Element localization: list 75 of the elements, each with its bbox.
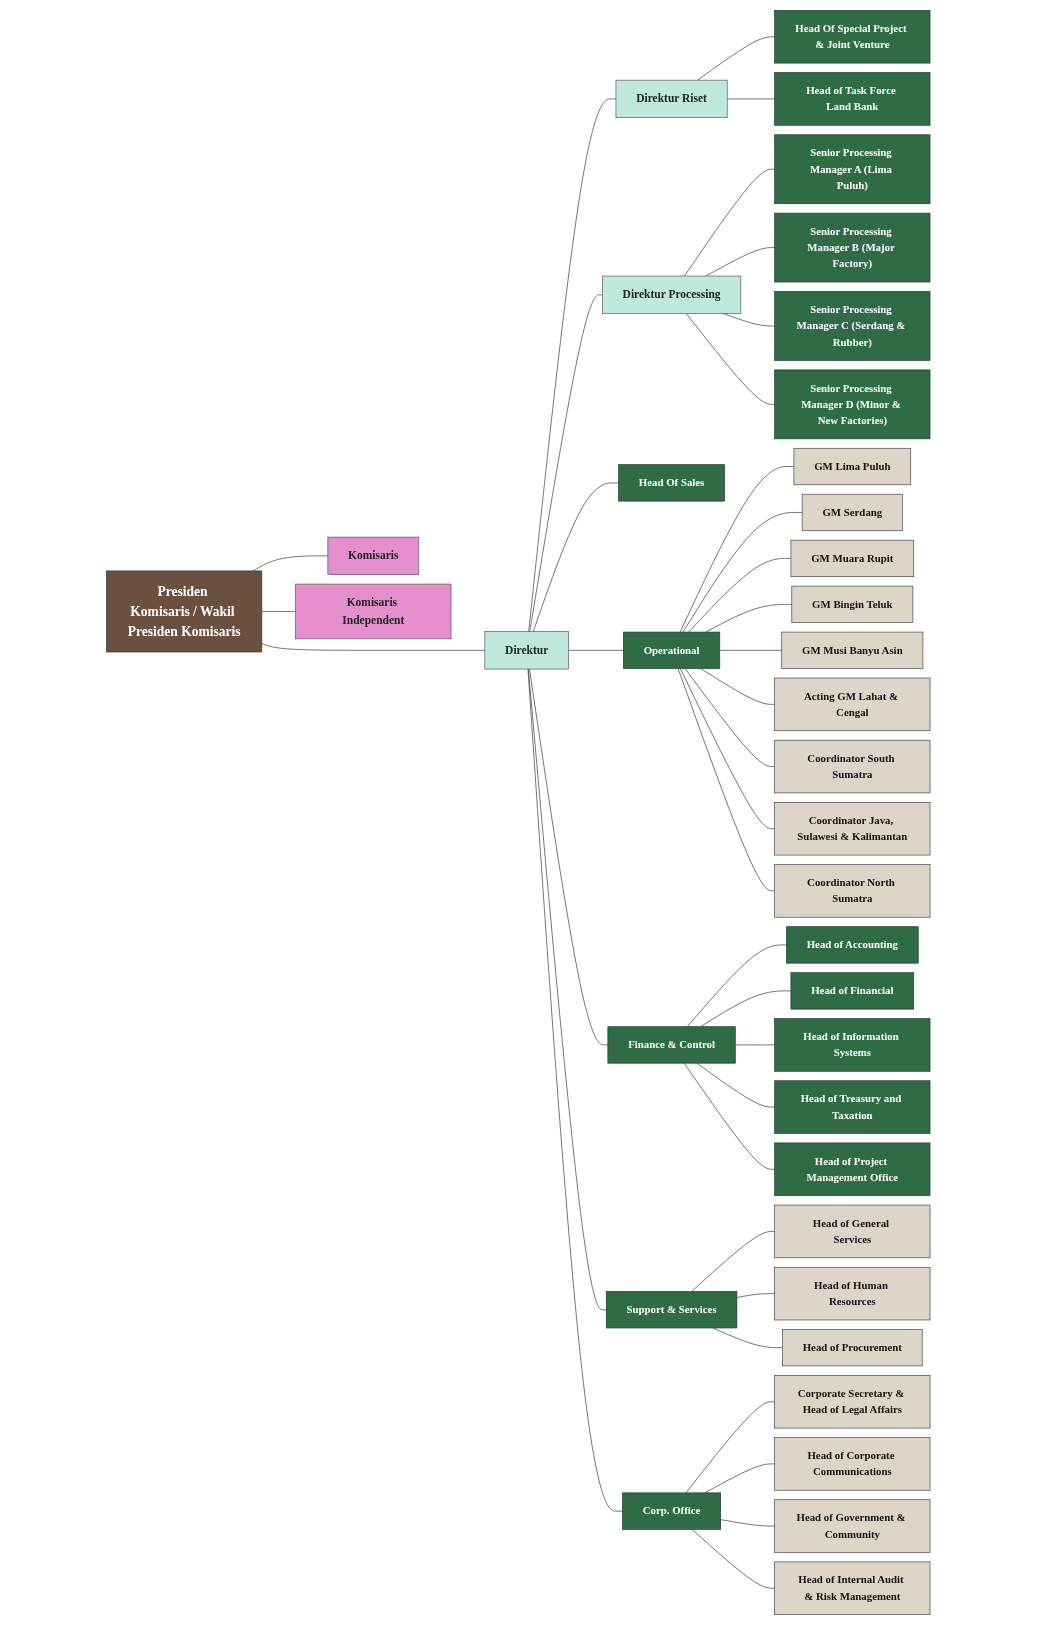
connector bbox=[528, 668, 607, 1311]
node-box: Finance & Control bbox=[607, 1026, 736, 1064]
connector bbox=[697, 36, 776, 81]
connector bbox=[687, 944, 787, 1028]
node-box: Head of Task Force Land Bank bbox=[774, 72, 931, 126]
connector bbox=[261, 643, 486, 651]
connector bbox=[529, 294, 603, 632]
connector bbox=[528, 98, 617, 632]
connector bbox=[533, 482, 620, 632]
connector bbox=[719, 650, 783, 651]
connector bbox=[727, 98, 776, 100]
node-box: GM Musi Banyu Asin bbox=[781, 631, 924, 669]
node-box: GM Lima Puluh bbox=[793, 447, 912, 486]
connector bbox=[685, 668, 776, 767]
connector bbox=[684, 1062, 776, 1170]
node-box: Senior Processing Manager C (Serdang & Rubber) bbox=[774, 291, 931, 361]
node-box: Senior Processing Manager B (Major Factory) bbox=[774, 212, 931, 283]
node-box: Presiden Komisaris / Wakil Presiden Komisaris bbox=[106, 570, 263, 653]
node-box: Head of Financial bbox=[790, 972, 915, 1010]
node-box: Head of Procurement bbox=[782, 1329, 923, 1367]
connector bbox=[712, 1327, 784, 1348]
connector bbox=[700, 668, 776, 705]
node-box: Senior Processing Manager D (Minor & New Factories) bbox=[774, 369, 931, 440]
node-box: Komisaris Independent bbox=[295, 583, 452, 640]
connector bbox=[529, 668, 609, 1046]
connector bbox=[704, 1463, 776, 1494]
connector bbox=[685, 1401, 776, 1494]
node-box: Head of Treasury and Taxation bbox=[774, 1080, 931, 1134]
node-box: Head of Project Management Office bbox=[774, 1142, 931, 1196]
connector bbox=[723, 313, 776, 327]
connector bbox=[568, 650, 624, 651]
connector bbox=[736, 1293, 776, 1298]
node-box: Direktur bbox=[484, 631, 570, 670]
node-box: Head of Accounting bbox=[786, 926, 919, 964]
connector bbox=[691, 1529, 776, 1589]
node-box: Head Of Special Project & Joint Venture bbox=[774, 10, 931, 64]
node-box: Head of Internal Audit & Risk Management bbox=[774, 1561, 931, 1615]
node-box: Corp. Office bbox=[622, 1492, 722, 1530]
connector bbox=[691, 1231, 776, 1292]
node-box: Senior Processing Manager A (Lima Puluh) bbox=[774, 134, 931, 204]
node-box: Coordinator Java, Sulawesi & Kalimantan bbox=[774, 802, 931, 856]
node-box: Head of Government & Community bbox=[774, 1499, 931, 1553]
connector bbox=[678, 668, 776, 892]
connector bbox=[720, 1519, 776, 1527]
node-box: Head of Corporate Communications bbox=[774, 1437, 931, 1491]
connector bbox=[705, 247, 776, 277]
node-box: Corporate Secretary & Head of Legal Affairs bbox=[774, 1375, 931, 1429]
node-box: Komisaris bbox=[327, 536, 420, 575]
connector bbox=[680, 668, 776, 830]
node-box: Direktur Processing bbox=[602, 275, 742, 314]
connector bbox=[253, 555, 329, 572]
node-box: GM Muara Rupit bbox=[790, 539, 915, 577]
connector bbox=[527, 668, 624, 1512]
connector bbox=[684, 168, 776, 277]
node-box: GM Bingin Teluk bbox=[791, 585, 914, 623]
node-box: Acting GM Lahat & Cengal bbox=[774, 677, 931, 732]
connector bbox=[688, 558, 792, 633]
node-box: Head of Human Resources bbox=[774, 1266, 931, 1321]
connector bbox=[686, 313, 776, 405]
connector bbox=[261, 611, 297, 612]
connector bbox=[680, 466, 795, 633]
node-box: Support & Services bbox=[606, 1291, 738, 1329]
connector bbox=[700, 990, 792, 1028]
node-box: Head of General Services bbox=[774, 1204, 931, 1259]
connector bbox=[705, 604, 793, 633]
connector bbox=[682, 512, 803, 633]
node-box: Operational bbox=[623, 631, 721, 669]
node-box: Direktur Riset bbox=[615, 79, 728, 119]
node-box: Coordinator South Sumatra bbox=[774, 739, 931, 794]
node-box: GM Serdang bbox=[802, 493, 904, 532]
node-box: Coordinator North Sumatra bbox=[774, 864, 931, 918]
connector bbox=[735, 1044, 776, 1046]
connector bbox=[696, 1062, 776, 1108]
node-box: Head of Information Systems bbox=[774, 1018, 931, 1072]
node-box: Head Of Sales bbox=[618, 464, 726, 502]
